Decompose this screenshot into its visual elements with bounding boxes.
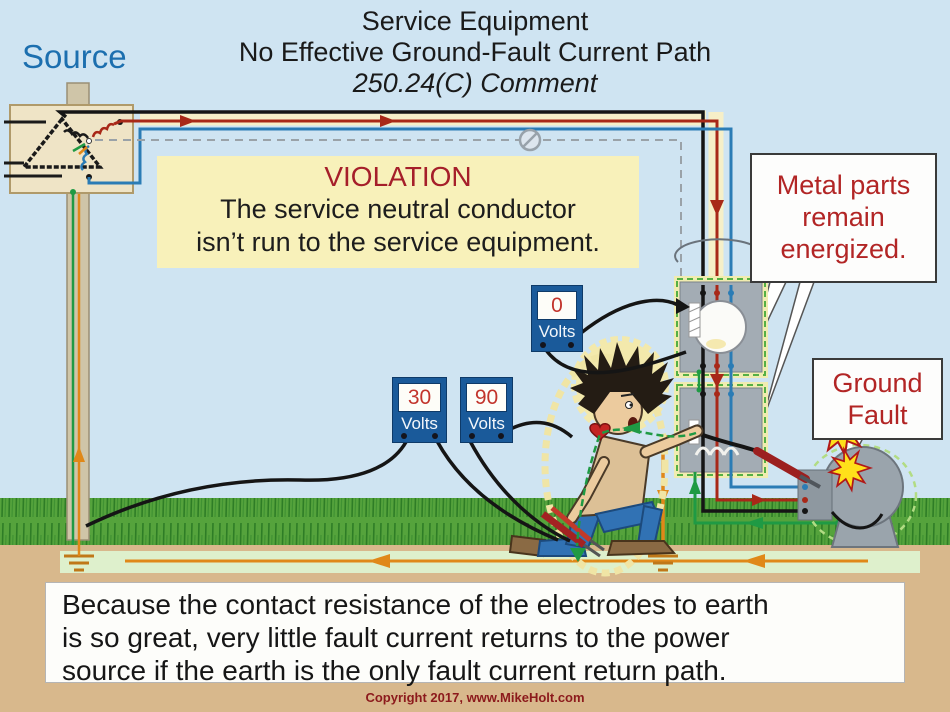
current-arrow-icon (73, 446, 85, 462)
meter-lead-terminal (568, 342, 574, 348)
ground-fault-line-1: Ground (832, 368, 923, 398)
meter-lead-terminal (469, 433, 475, 439)
meter-lead-terminal (540, 342, 546, 348)
violation-heading: VIOLATION (324, 161, 472, 192)
current-arrow-icon (710, 200, 724, 216)
current-arrow-icon (180, 115, 196, 127)
meter-test-leads (85, 298, 690, 543)
violation-text-line-1: The service neutral conductor (220, 194, 576, 224)
source-transformer (4, 104, 134, 195)
ungrounded-conductor-black (55, 110, 705, 288)
voltmeter-90-reading: 90 (466, 383, 507, 412)
current-arrow-icon (752, 494, 766, 506)
fault-tool (753, 447, 810, 483)
spiky-hair (570, 342, 674, 414)
meter-lead-terminal (432, 433, 438, 439)
note-line-1: Because the contact resistance of the el… (62, 589, 769, 620)
current-arrow-icon (710, 374, 724, 388)
disconnect-switches (694, 446, 740, 456)
note-line-2: is so great, very little fault current r… (62, 622, 730, 653)
delta-winding (20, 116, 104, 169)
title-line-1: Service Equipment (361, 6, 589, 36)
shocked-person (508, 336, 704, 577)
service-conductors (55, 110, 733, 288)
current-arrow-icon (570, 548, 586, 562)
ground-electrode-icon (648, 554, 678, 572)
metal-parts-line-1: Metal parts (776, 170, 911, 200)
ungrounded-conductor-blue (87, 127, 733, 288)
meter-lead-terminal (401, 433, 407, 439)
voltmeter-0-reading: 0 (537, 291, 577, 320)
utility-pole (66, 82, 90, 556)
faulted-motor (696, 406, 918, 548)
current-arrow-icon (743, 554, 765, 568)
current-arrow-icon (368, 554, 390, 568)
ground-fault-callout: Ground Fault (812, 358, 943, 440)
ground-fault-line-2: Fault (847, 400, 908, 430)
voltmeter-0: 0 Volts (531, 285, 583, 352)
current-arrow-icon (622, 422, 640, 434)
current-arrow-icon (745, 517, 763, 529)
current-arrow-icon (689, 478, 701, 494)
missing-neutral-dashed (95, 139, 682, 280)
boot (606, 540, 677, 557)
title-line-2: No Effective Ground-Fault Current Path (238, 37, 712, 67)
screwdriver (540, 511, 587, 548)
voltmeter-90: 90 Volts (460, 377, 513, 443)
metal-parts-callout: Metal parts remain energized. (750, 153, 937, 283)
metal-parts-line-2: remain (802, 202, 885, 232)
metal-parts-line-3: energized. (780, 234, 907, 264)
voltmeter-30-unit: Volts (401, 414, 438, 433)
voltmeter-90-unit: Volts (468, 414, 505, 433)
no-neutral-icon (518, 128, 542, 152)
voltmeter-0-unit: Volts (538, 322, 576, 341)
wire-terminals (700, 290, 734, 397)
current-arrow-icon (676, 298, 690, 314)
diagram-title: Service Equipment No Effective Ground-Fa… (0, 6, 950, 99)
source-label: Source (22, 38, 127, 75)
drip-loop (674, 238, 761, 263)
heart-icon (589, 423, 611, 442)
copyright-text: Copyright 2017, www.MikeHolt.com (365, 690, 585, 705)
current-arrow-icon (380, 115, 396, 127)
voltmeter-30-reading: 30 (398, 383, 441, 412)
voltmeter-30: 30 Volts (392, 377, 447, 443)
explanation-note: Because the contact resistance of the el… (45, 582, 905, 686)
title-line-3: 250.24(C) Comment (352, 68, 598, 98)
violation-box: VIOLATION The service neutral conductor … (157, 156, 639, 268)
meter-lead-terminal (498, 433, 504, 439)
violation-text-line-2: isn’t run to the service equipment. (196, 227, 600, 257)
note-line-3: source if the earth is the only fault cu… (62, 655, 727, 686)
